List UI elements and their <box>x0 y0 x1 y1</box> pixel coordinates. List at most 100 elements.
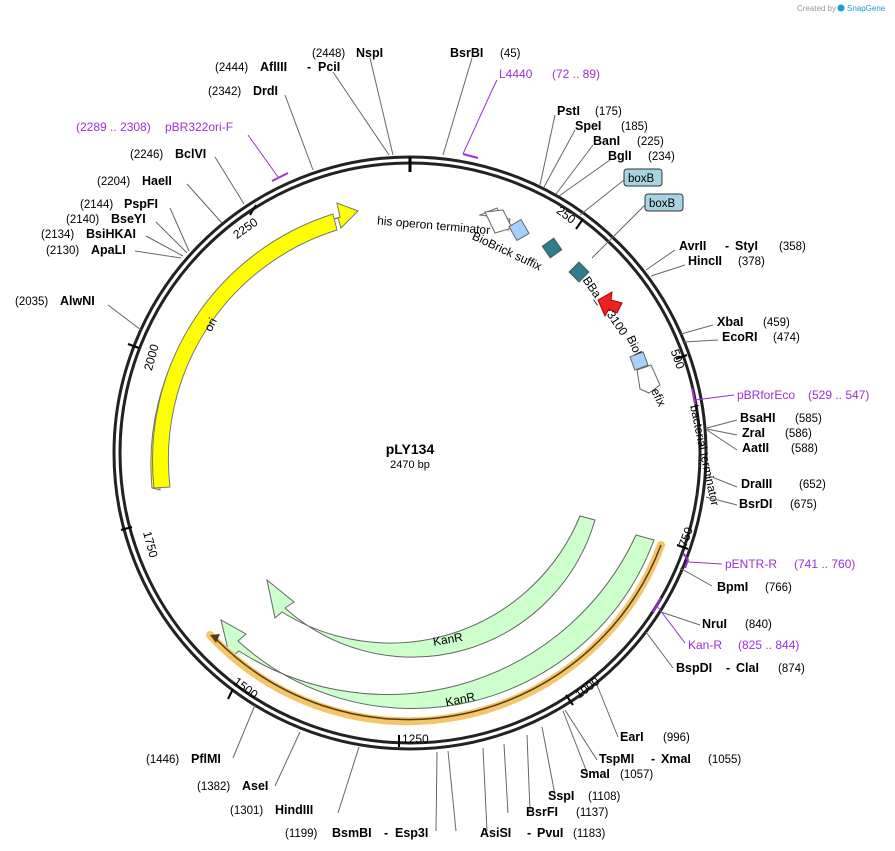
primer-kan-r[interactable]: Kan-R (825 .. 844) <box>652 597 799 652</box>
svg-text:2000: 2000 <box>141 342 162 372</box>
site-aatii[interactable]: AatII(588) <box>742 441 818 455</box>
tick-1750: 1750 <box>120 526 161 559</box>
svg-text:AvrII: AvrII <box>679 239 706 253</box>
site-bsihkai[interactable]: (2134)BsiHKAI <box>41 227 136 241</box>
svg-text:(529 .. 547): (529 .. 547) <box>808 388 869 402</box>
site-xbai[interactable]: XbaI(459) <box>717 315 790 329</box>
svg-text:pBR322ori-F: pBR322ori-F <box>165 120 233 134</box>
svg-text:(2140): (2140) <box>66 214 99 226</box>
svg-text:(1108): (1108) <box>588 791 621 803</box>
biobrick-suffix-label: BioBrick suffix <box>470 229 544 273</box>
site-bsahi[interactable]: BsaHI(585) <box>740 411 822 425</box>
primer-l4440[interactable]: L4440 (72 .. 89) <box>462 67 600 159</box>
brand-snapgene[interactable]: SnapGene <box>847 4 886 13</box>
svg-text:(588): (588) <box>791 443 818 455</box>
biobrick-suffix-block[interactable] <box>541 237 563 259</box>
kanr-arrow-inner[interactable] <box>266 515 596 658</box>
svg-text:-: - <box>651 752 655 766</box>
svg-text:(2204): (2204) <box>97 176 130 188</box>
svg-text:750: 750 <box>676 525 696 549</box>
site-bsmbi-esp3i[interactable]: (1199)BsmBI-Esp3I <box>285 826 428 840</box>
site-tspmi-xmai[interactable]: TspMI-XmaI(1055) <box>599 752 741 766</box>
site-zrai[interactable]: ZraI(586) <box>742 426 812 440</box>
svg-text:XbaI: XbaI <box>717 315 743 329</box>
svg-text:(378): (378) <box>738 256 765 268</box>
site-bseyi[interactable]: (2140)BseYI <box>66 212 146 226</box>
svg-text:-: - <box>725 239 729 253</box>
svg-text:BpmI: BpmI <box>717 580 748 594</box>
svg-text:ClaI: ClaI <box>736 661 759 675</box>
svg-text:Kan-R: Kan-R <box>688 638 722 652</box>
site-pspfi[interactable]: (2144)PspFI <box>80 197 158 211</box>
svg-text:PciI: PciI <box>318 60 340 74</box>
svg-text:(1183): (1183) <box>573 828 606 840</box>
site-apali[interactable]: (2130)ApaLI <box>46 243 126 257</box>
svg-text:StyI: StyI <box>735 239 758 253</box>
site-pflmi[interactable]: (1446)PflMI <box>146 752 221 766</box>
site-eari[interactable]: EarI(996) <box>620 730 690 744</box>
site-bsrfi[interactable]: BsrFI(1137) <box>526 805 609 819</box>
kanr-arrow-outer[interactable] <box>220 534 655 709</box>
site-hindiii[interactable]: (1301)HindIII <box>230 803 313 817</box>
svg-text:-: - <box>384 826 388 840</box>
site-avrii-styi[interactable]: AvrII-StyI(358) <box>679 239 806 253</box>
svg-text:BclVI: BclVI <box>175 147 206 161</box>
svg-text:(2444): (2444) <box>215 62 248 74</box>
site-draiii[interactable]: DraIII(652) <box>741 477 826 491</box>
site-spei[interactable]: SpeI(185) <box>575 119 648 133</box>
primer-pentr-r[interactable]: pENTR-R (741 .. 760) <box>682 552 855 571</box>
site-nrui[interactable]: NruI(840) <box>702 617 772 631</box>
site-hincii[interactable]: HincII(378) <box>688 254 765 268</box>
svg-text:(2130): (2130) <box>46 245 79 257</box>
site-alwni[interactable]: (2035)AlwNI <box>15 294 95 308</box>
svg-text:(652): (652) <box>799 479 826 491</box>
svg-text:-: - <box>307 60 311 74</box>
bacterial-terminator-box[interactable] <box>629 351 649 371</box>
promoter-arrow[interactable] <box>597 291 623 318</box>
svg-text:PstI: PstI <box>557 104 580 118</box>
his-terminator-box[interactable] <box>508 218 530 242</box>
site-ecori[interactable]: EcoRI(474) <box>722 330 800 344</box>
svg-text:500: 500 <box>668 347 688 371</box>
boxb-1[interactable]: boxB <box>579 168 663 216</box>
svg-text:(185): (185) <box>621 121 648 133</box>
bacterial-terminator-arrow[interactable] <box>636 364 661 394</box>
ori-label: ori <box>201 315 220 333</box>
svg-text:BsrFI: BsrFI <box>526 805 558 819</box>
site-asisi-pvui[interactable]: AsiSI-PvuI(1183) <box>480 826 606 840</box>
site-smai[interactable]: SmaI(1057) <box>580 767 653 781</box>
svg-text:(2144): (2144) <box>80 199 113 211</box>
site-bgli[interactable]: BglI(234) <box>608 149 675 163</box>
site-afliii-pcii[interactable]: (2444)AflIII-PciI <box>215 60 340 74</box>
site-sspi[interactable]: SspI (1108) <box>548 789 621 803</box>
primer-pbr322ori-f[interactable]: (2289 .. 2308) pBR322ori-F <box>76 120 289 182</box>
svg-text:BspDI: BspDI <box>676 661 712 675</box>
site-drdi[interactable]: (2342)DrdI <box>208 84 278 98</box>
site-haeii[interactable]: (2204)HaeII <box>97 174 172 188</box>
tick-750: 750 <box>676 525 696 550</box>
site-bspdi-clai[interactable]: BspDI-ClaI(874) <box>676 661 805 675</box>
brand-created-by: Created by <box>797 4 836 13</box>
site-asei[interactable]: (1382)AseI <box>197 779 268 793</box>
svg-text:BsaHI: BsaHI <box>740 411 775 425</box>
svg-text:(175): (175) <box>595 106 622 118</box>
boxb-2[interactable]: boxB <box>591 193 684 259</box>
svg-text:BsiHKAI: BsiHKAI <box>86 227 136 241</box>
svg-text:boxB: boxB <box>649 198 676 210</box>
site-bpmi[interactable]: BpmI(766) <box>717 580 792 594</box>
site-psti[interactable]: PstI (175) <box>557 104 622 118</box>
svg-text:(840): (840) <box>745 619 772 631</box>
svg-text:-: - <box>726 661 730 675</box>
site-bclvi[interactable]: (2246)BclVI <box>130 147 206 161</box>
ori-feature-body[interactable] <box>151 213 338 489</box>
primer-pbrforeco[interactable]: pBRforEco (529 .. 547) <box>691 387 869 405</box>
svg-text:BglI: BglI <box>608 149 632 163</box>
svg-text:SspI: SspI <box>548 789 574 803</box>
site-bsrdi[interactable]: BsrDI(675) <box>739 497 817 511</box>
site-nspi[interactable]: (2448)NspI <box>312 46 383 60</box>
bba-j23100-block[interactable] <box>568 261 590 283</box>
site-bsrbi[interactable]: BsrBI(45) <box>450 46 521 60</box>
svg-text:(1055): (1055) <box>708 754 741 766</box>
site-bani[interactable]: BanI(225) <box>593 134 664 148</box>
